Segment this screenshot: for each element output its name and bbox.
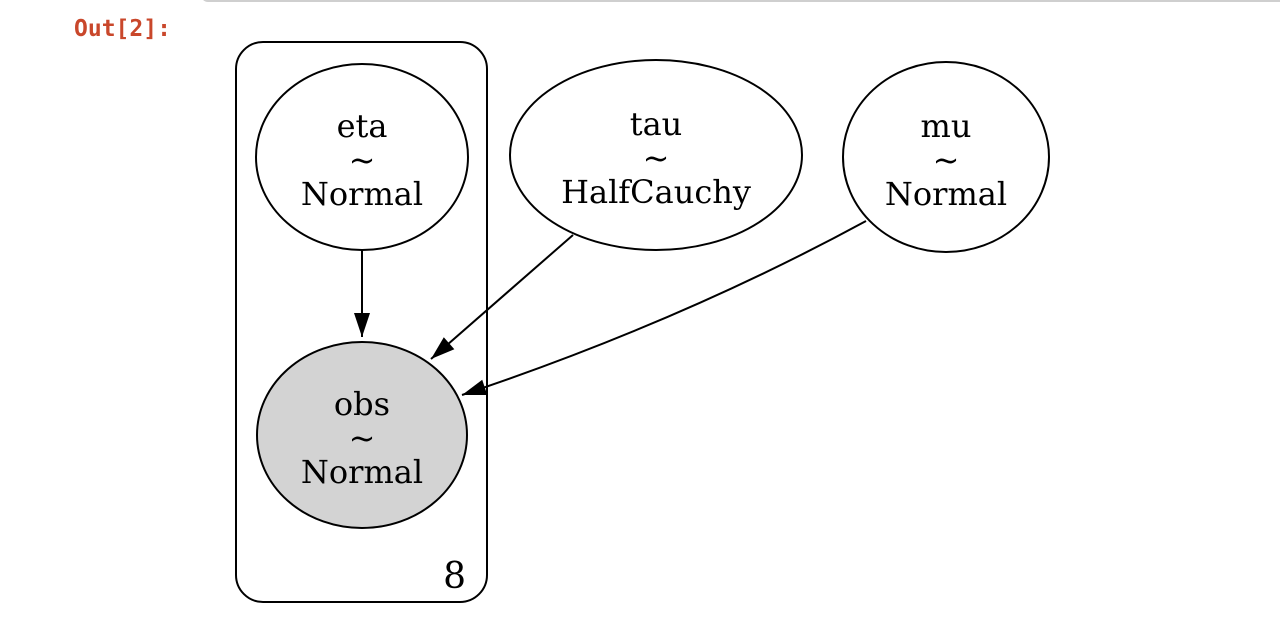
node-eta-ellipse (255, 63, 469, 251)
node-eta: eta ~ Normal (255, 63, 469, 251)
node-mu-tilde: ~ (933, 141, 960, 179)
node-mu-ellipse (842, 61, 1050, 253)
node-mu-dist: Normal (885, 175, 1007, 213)
node-obs-tilde: ~ (349, 419, 376, 457)
node-obs: obs ~ Normal (256, 341, 468, 529)
edge-tau-to-obs (430, 234, 574, 360)
node-eta-tilde: ~ (349, 141, 376, 179)
node-obs-ellipse (256, 341, 468, 529)
node-tau-dist: HalfCauchy (561, 173, 751, 211)
plate-label: 8 (443, 556, 466, 597)
edges (354, 220, 867, 396)
node-eta-dist: Normal (301, 175, 423, 213)
output-prompt: Out[2]: (74, 16, 171, 42)
node-eta-name: eta (337, 107, 388, 145)
node-mu: mu ~ Normal (842, 61, 1050, 253)
node-obs-dist: Normal (301, 453, 423, 491)
node-tau-tilde: ~ (643, 139, 670, 177)
node-tau: tau ~ HalfCauchy (509, 59, 803, 251)
edge-mu-to-obs (461, 220, 867, 396)
node-obs-name: obs (334, 385, 390, 423)
node-tau-name: tau (630, 105, 683, 143)
node-mu-name: mu (921, 107, 972, 145)
node-tau-ellipse (509, 59, 803, 251)
